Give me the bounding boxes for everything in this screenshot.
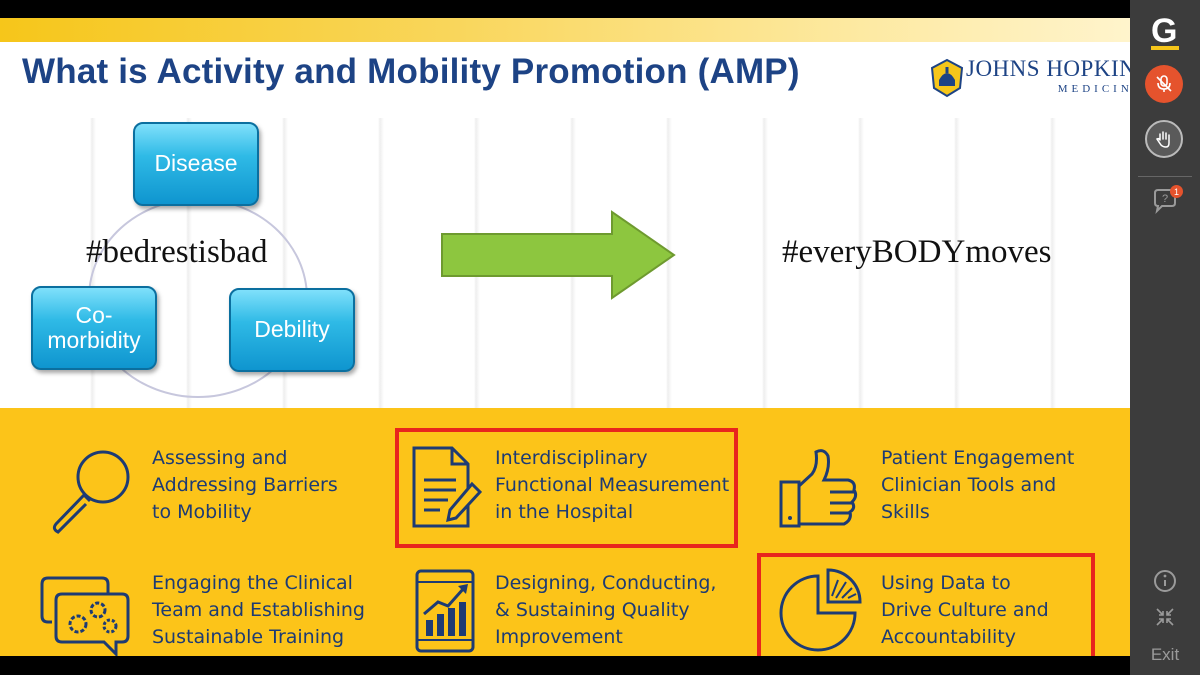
pillar-text: Interdisciplinary: [495, 447, 648, 469]
presentation-slide: What is Activity and Mobility Promotion …: [0, 18, 1130, 656]
hashtag-bedrestisbad: #bedrestisbad: [86, 234, 268, 270]
pillar-text: Assessing and: [152, 447, 288, 469]
g-logo-text: G: [1151, 12, 1178, 50]
pillar-text: Addressing Barriers: [152, 474, 338, 496]
cycle-label-debility: Debility: [254, 316, 330, 343]
pillar-using-data: Using Data to Drive Culture and Accounta…: [881, 570, 1049, 651]
johns-hopkins-logo: JOHNS HOPKINS MEDICINE: [928, 56, 1130, 112]
pillar-text: & Sustaining Quality: [495, 599, 690, 621]
chat-gears-icon: [40, 576, 130, 656]
pillar-text: Engaging the Clinical: [152, 572, 353, 594]
pillar-text: Sustainable Training: [152, 626, 345, 648]
pillar-barriers: Assessing and Addressing Barriers to Mob…: [152, 445, 338, 526]
question-chat-icon[interactable]: ?: [1150, 185, 1180, 215]
pillar-patient-engagement: Patient Engagement Clinician Tools and S…: [881, 445, 1074, 526]
cycle-box-disease: Disease: [133, 122, 259, 206]
thumbs-up-icon: [779, 449, 858, 528]
highlight-box-functional-measurement: [395, 428, 738, 548]
pillar-text: Team and Establishing: [152, 599, 365, 621]
slide-top-band: [0, 18, 1130, 42]
amp-pillars-panel: Assessing and Addressing Barriers to Mob…: [0, 408, 1130, 656]
collapse-icon[interactable]: [1154, 606, 1176, 628]
svg-text:?: ?: [1162, 193, 1168, 205]
pillar-text: Accountability: [881, 626, 1016, 648]
pillar-text: Skills: [881, 501, 930, 523]
right-arrow-icon: [441, 210, 676, 300]
meeting-sidebar: G ? 1 Exit: [1130, 0, 1200, 675]
mic-muted-icon: [1156, 75, 1172, 92]
pie-chart-icon: [779, 568, 862, 652]
cycle-label-comorbidity-1: Co-: [75, 301, 113, 328]
pillar-text: Improvement: [495, 626, 623, 648]
logo-name: JOHNS HOPKINS: [966, 56, 1130, 81]
cycle-label-comorbidity-2: morbidity: [47, 327, 141, 353]
info-icon[interactable]: [1152, 568, 1178, 594]
magnifier-icon: [52, 450, 130, 534]
pillar-text: in the Hospital: [495, 501, 634, 523]
pillar-text: Designing, Conducting,: [495, 572, 717, 594]
pillar-quality-improvement: Designing, Conducting, & Sustaining Qual…: [495, 570, 716, 651]
mute-button[interactable]: [1145, 65, 1183, 103]
pillar-text: Functional Measurement: [495, 474, 730, 496]
cycle-box-comorbidity: Co-morbidity: [31, 286, 157, 370]
exit-button[interactable]: Exit: [1150, 645, 1180, 664]
tablet-chart-icon: [415, 569, 475, 653]
pillar-text: Drive Culture and: [881, 599, 1049, 621]
pillar-text: Patient Engagement: [881, 447, 1075, 469]
cycle-label-disease: Disease: [154, 150, 238, 177]
sidebar-divider: [1138, 176, 1192, 177]
g-logo-icon[interactable]: G: [1147, 12, 1183, 50]
document-pencil-icon: [412, 446, 482, 528]
pillar-text: to Mobility: [152, 501, 252, 523]
slide-title: What is Activity and Mobility Promotion …: [22, 52, 800, 91]
raise-hand-icon: [1155, 131, 1170, 148]
raise-hand-button[interactable]: [1145, 120, 1183, 158]
pillar-clinical-team: Engaging the Clinical Team and Establish…: [152, 570, 365, 651]
qa-badge: 1: [1170, 185, 1183, 198]
pillar-text: Clinician Tools and: [881, 474, 1057, 496]
pillar-text: Using Data to: [881, 572, 1011, 594]
pillar-functional-measurement: Interdisciplinary Functional Measurement…: [495, 445, 729, 526]
highlight-box-using-data: [757, 553, 1095, 656]
dome-shield-icon: [930, 58, 964, 98]
logo-subtitle: MEDICINE: [1057, 83, 1130, 95]
hashtag-everybodymoves: #everyBODYmoves: [782, 234, 1052, 270]
cycle-box-debility: Debility: [229, 288, 355, 372]
